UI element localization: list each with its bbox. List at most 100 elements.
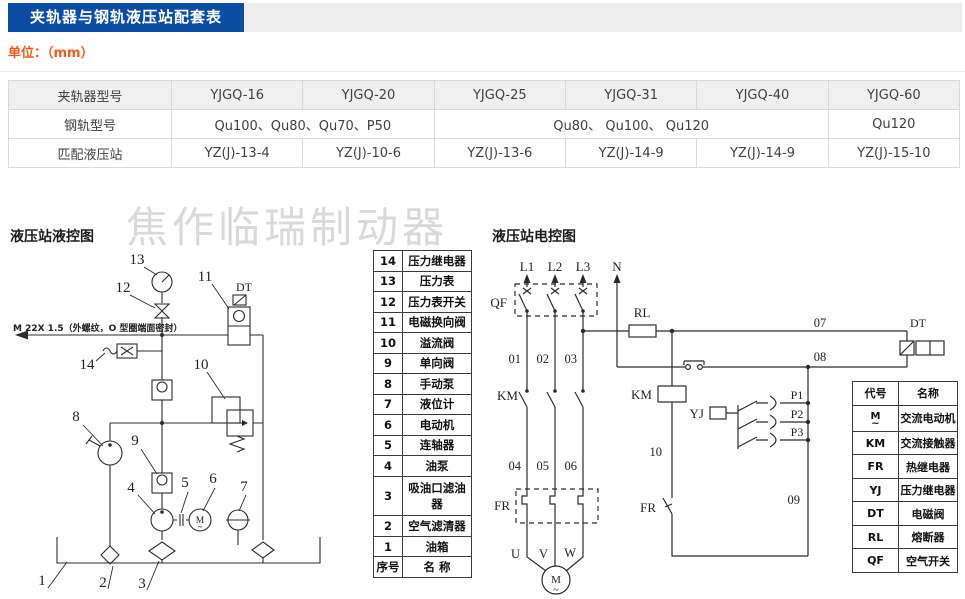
station-cell: YZ(J)-13-6 bbox=[433, 138, 566, 168]
oil-pump-symbol bbox=[150, 508, 174, 532]
motor-tilde: ~ bbox=[553, 585, 559, 596]
divider-line bbox=[0, 71, 965, 72]
pressure-switch-label: YJ bbox=[690, 406, 704, 421]
thermal-label: FR bbox=[494, 498, 510, 513]
terminal-label: V bbox=[539, 547, 548, 561]
electrical-schematic: L1 L2 L3 N QF 01 02 03 KM 04 05 06 FR U … bbox=[490, 259, 945, 596]
callout-11: 11 bbox=[198, 269, 212, 285]
breaker-box bbox=[514, 283, 598, 317]
pcontact-label: P3 bbox=[791, 425, 804, 439]
electrical-labels: L1 L2 L3 N QF 01 02 03 KM 04 05 06 FR U … bbox=[490, 259, 926, 596]
list-footer: 序号名 称 bbox=[373, 556, 472, 578]
fuse-symbol bbox=[628, 324, 657, 338]
col-header: YJGQ-40 bbox=[696, 80, 829, 110]
motor-tilde: ~ bbox=[198, 522, 203, 532]
pressure-gauge-symbol bbox=[151, 271, 173, 293]
solenoid-coil-box bbox=[899, 340, 915, 356]
col-header: YJGQ-31 bbox=[564, 80, 698, 110]
hydraulic-leader-lines bbox=[47, 266, 247, 591]
return-filter-symbol bbox=[251, 541, 275, 559]
col-header: YJGQ-16 bbox=[170, 80, 304, 110]
oil-tank bbox=[56, 537, 321, 564]
station-cell: YZ(J)-14-9 bbox=[696, 138, 829, 168]
row-label: 匹配液压站 bbox=[8, 138, 172, 168]
wire-label: 06 bbox=[565, 459, 578, 473]
solenoid-valve-symbol bbox=[227, 306, 251, 346]
callout-8: 8 bbox=[72, 409, 80, 425]
match-table: 夹轨器型号 YJGQ-16 YJGQ-20 YJGQ-25 YJGQ-31 YJ… bbox=[8, 80, 961, 168]
hand-pump-symbol bbox=[97, 440, 123, 466]
electrical-diagram-title: 液压站电控图 bbox=[492, 229, 576, 245]
thermal-aux-label: FR bbox=[640, 500, 656, 515]
relief-valve-symbol bbox=[226, 409, 254, 437]
col-header: YJGQ-20 bbox=[302, 80, 435, 110]
table-row: 夹轨器型号 YJGQ-16 YJGQ-20 YJGQ-25 YJGQ-31 YJ… bbox=[8, 80, 961, 110]
callout-7: 7 bbox=[240, 479, 248, 495]
wire-label: 02 bbox=[537, 352, 550, 366]
table-row: 匹配液压站 YZ(J)-13-4 YZ(J)-10-6 YZ(J)-13-6 Y… bbox=[8, 138, 961, 168]
motor-symbol bbox=[188, 508, 212, 532]
wire-label: 07 bbox=[814, 316, 827, 330]
contactor-coil-symbol bbox=[657, 385, 687, 403]
level-gauge-symbol bbox=[227, 509, 249, 531]
wire-label: 01 bbox=[509, 352, 522, 366]
rail-cell: Qu120 bbox=[827, 109, 961, 139]
pcontact-label: P2 bbox=[791, 407, 804, 421]
callout-9: 9 bbox=[131, 433, 139, 449]
thread-note: M 22X 1.5（外螺纹，O 型圈端面密封） bbox=[13, 322, 182, 334]
pcontact-label: P1 bbox=[791, 388, 804, 402]
ac-motor-symbol bbox=[541, 565, 571, 595]
callout-1: 1 bbox=[38, 573, 46, 589]
legend-row: M~ 交流电动机 bbox=[852, 404, 958, 432]
rail-cell: Qu100、Qu80、Qu70、P50 bbox=[171, 109, 435, 139]
motor-letter: M bbox=[551, 574, 561, 586]
solenoid-body-box bbox=[915, 340, 945, 356]
electrical-lines bbox=[514, 281, 945, 595]
top-strip: 夹轨器与钢轨液压站配套表 bbox=[8, 3, 962, 32]
legend-header: 代号名称 bbox=[852, 381, 958, 406]
table-row: 钢轨型号 Qu100、Qu80、Qu70、P50 Qu80、 Qu100、 Qu… bbox=[8, 109, 961, 139]
pressure-relay-symbol bbox=[116, 343, 138, 359]
motor-letter: M bbox=[196, 516, 205, 526]
callout-14: 14 bbox=[80, 357, 96, 373]
fuse-label: RL bbox=[634, 305, 651, 320]
unit-label: 单位：（mm） bbox=[8, 46, 94, 61]
terminal-label: W bbox=[564, 546, 576, 560]
col-header: YJGQ-60 bbox=[827, 80, 961, 110]
thermal-relay-box bbox=[515, 488, 599, 524]
relief-spring bbox=[228, 435, 246, 453]
coil-label: KM bbox=[631, 387, 652, 402]
station-cell: YZ(J)-14-9 bbox=[564, 138, 698, 168]
page-title-banner: 夹轨器与钢轨液压站配套表 bbox=[8, 3, 245, 32]
station-cell: YZ(J)-10-6 bbox=[302, 138, 435, 168]
electrical-dots bbox=[523, 274, 811, 443]
air-filter-symbol bbox=[100, 545, 120, 565]
hydraulic-schematic: 13 12 11 DT 14 10 8 9 4 5 6 7 1 2 3 M ~ … bbox=[13, 252, 321, 592]
callout-12: 12 bbox=[116, 280, 131, 296]
breaker-label: QF bbox=[490, 295, 507, 310]
contact-circles bbox=[684, 364, 703, 371]
terminal-label: U bbox=[511, 547, 520, 561]
col-header: 夹轨器型号 bbox=[8, 80, 172, 110]
callout-dt: DT bbox=[236, 280, 253, 294]
coupling-symbol bbox=[173, 514, 189, 526]
wire-label: 08 bbox=[814, 350, 827, 364]
solenoid-coil-symbol bbox=[232, 294, 247, 306]
